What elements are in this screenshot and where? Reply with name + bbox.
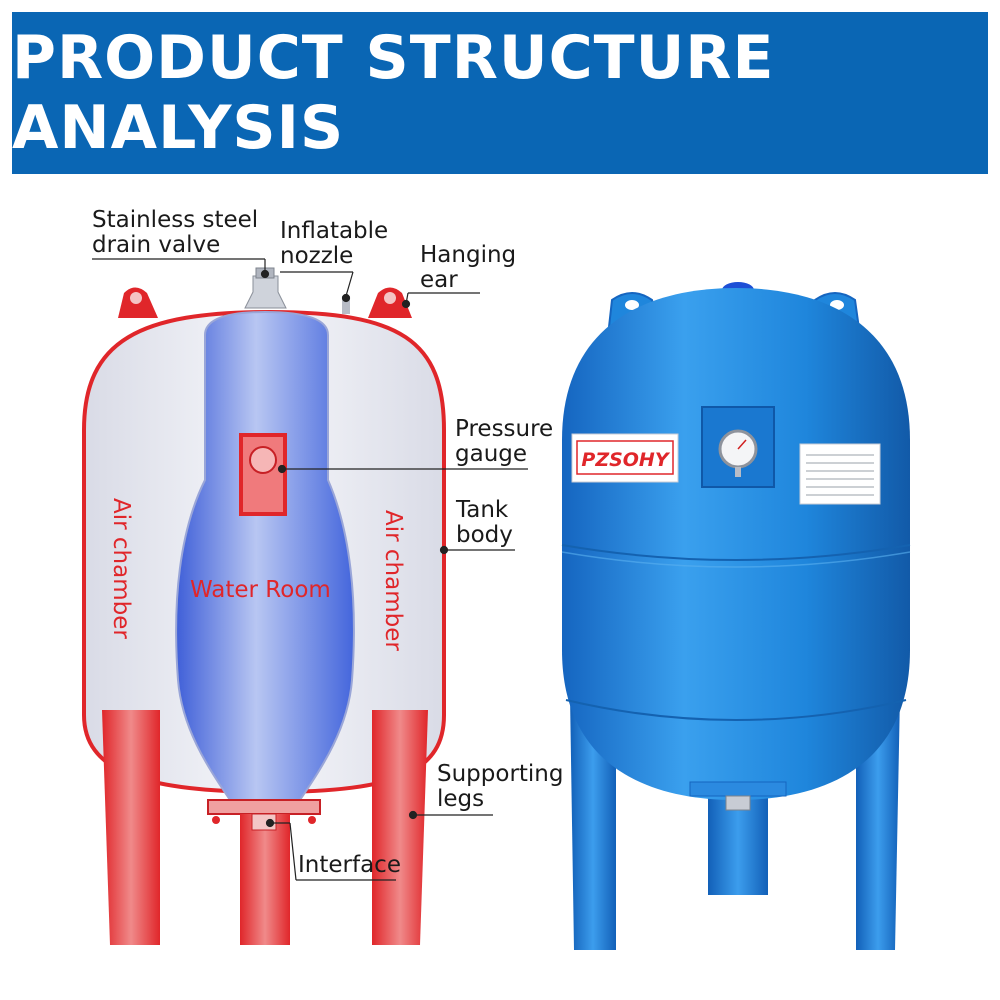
- label-pressure-gauge: Pressure gauge: [455, 416, 554, 467]
- label-supporting-legs: Supporting legs: [437, 761, 564, 812]
- support-leg-right: [372, 710, 428, 945]
- label-hanging-ear: Hanging ear: [420, 242, 517, 293]
- title-banner: PRODUCT STRUCTURE ANALYSIS: [12, 12, 988, 174]
- label-air-chamber-right: Air chamber: [380, 510, 406, 651]
- outlet-pipe: [240, 814, 290, 945]
- leader-lines: [92, 258, 528, 881]
- brand-logo-text: PZSOHY: [581, 449, 669, 471]
- label-tank-body: Tank body: [456, 497, 513, 548]
- photo-tank-body: [562, 288, 910, 800]
- label-drain-valve: Stainless steel drain valve: [92, 207, 259, 258]
- inflatable-nozzle: [342, 296, 350, 314]
- label-air-chamber-left: Air chamber: [108, 498, 134, 639]
- support-leg-left: [102, 710, 160, 945]
- water-bladder: [175, 310, 355, 801]
- spec-sticker: [799, 443, 881, 505]
- label-water-room: Water Room: [190, 577, 331, 603]
- page-title: PRODUCT STRUCTURE ANALYSIS: [12, 23, 775, 163]
- product-photo: [561, 282, 911, 950]
- label-interface: Interface: [298, 852, 401, 878]
- label-inflatable-nozzle: Inflatable nozzle: [280, 218, 389, 269]
- drain-valve: [244, 275, 287, 309]
- bottom-flange: [207, 799, 321, 815]
- cutaway-diagram: [82, 267, 446, 945]
